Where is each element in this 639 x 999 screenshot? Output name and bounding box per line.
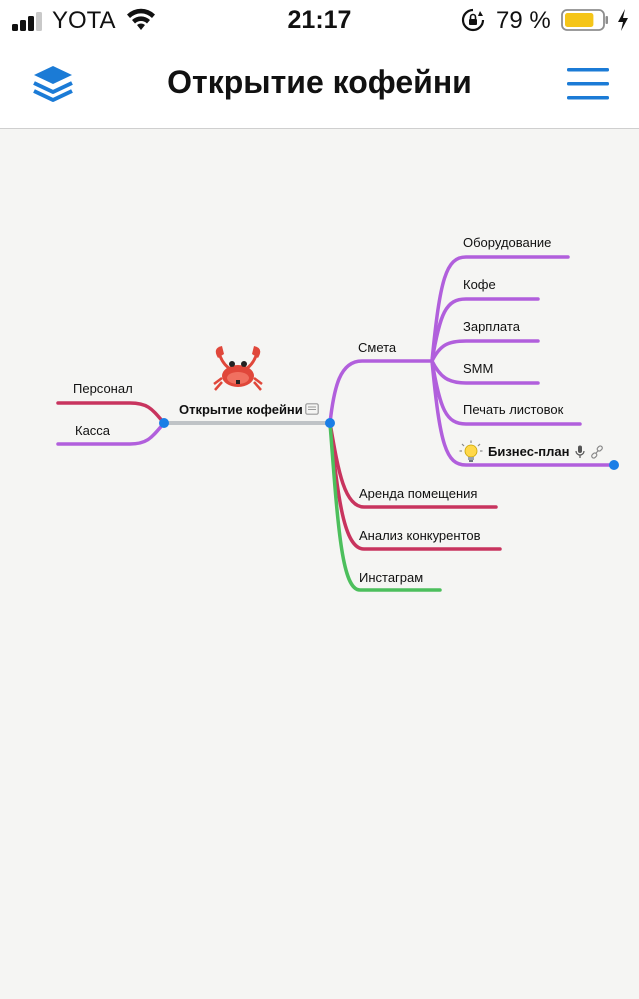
node-instagram[interactable]: Инстаграм: [359, 570, 424, 585]
branch-coffee: [430, 297, 540, 363]
charging-bolt-icon: [618, 9, 628, 31]
node-competitors[interactable]: Анализ конкурентов: [359, 528, 481, 543]
wifi-icon: [127, 8, 155, 30]
node-leaflets[interactable]: Печать листовок: [463, 402, 564, 417]
branch-business-plan: [430, 359, 616, 467]
branch-instagram: [328, 421, 442, 592]
battery-percent: 79 %: [496, 7, 551, 34]
node-smeta[interactable]: Смета: [358, 340, 397, 355]
node-coffee[interactable]: Кофе: [463, 277, 496, 292]
node-personal[interactable]: Персонал: [73, 381, 133, 396]
lightbulb-icon: [459, 440, 483, 462]
branch-personal: [56, 401, 166, 425]
collapse-dot-center: [325, 418, 335, 428]
branch-salary: [430, 339, 540, 363]
nav-bar: Открытие кофейни: [0, 42, 639, 129]
node-salary[interactable]: Зарплата: [463, 319, 520, 334]
node-business-plan[interactable]: Бизнес-план: [488, 444, 570, 459]
page-title: Открытие кофейни: [167, 64, 472, 100]
carrier-name: YOTA: [52, 7, 116, 34]
microphone-icon[interactable]: [575, 445, 585, 459]
node-rent[interactable]: Аренда помещения: [359, 486, 478, 501]
rotation-lock-icon: [461, 8, 485, 32]
branch-kassa: [56, 421, 166, 446]
collapse-dot-business-plan: [609, 460, 619, 470]
collapse-dot-left: [159, 418, 169, 428]
comment-icon[interactable]: [305, 403, 319, 415]
node-central[interactable]: Открытие кофейни: [179, 402, 303, 417]
mindmap-canvas[interactable]: Персонал Касса Открытие кофейни Смета Об…: [0, 129, 639, 999]
node-kassa[interactable]: Касса: [75, 423, 111, 438]
link-icon[interactable]: [590, 445, 604, 459]
layers-icon[interactable]: [30, 62, 76, 108]
branch-smeta: [328, 359, 434, 425]
crab-icon: [213, 346, 263, 391]
branch-equipment: [430, 255, 570, 363]
node-equipment[interactable]: Оборудование: [463, 235, 552, 250]
battery-icon: [561, 9, 608, 31]
node-smm[interactable]: SMM: [463, 361, 494, 376]
hamburger-menu-icon[interactable]: [567, 66, 609, 102]
status-bar: YOTA 21:17 79 %: [0, 0, 639, 42]
cellular-signal-icon: [12, 12, 42, 31]
mindmap-connectors: [56, 255, 619, 592]
clock: 21:17: [287, 6, 352, 34]
